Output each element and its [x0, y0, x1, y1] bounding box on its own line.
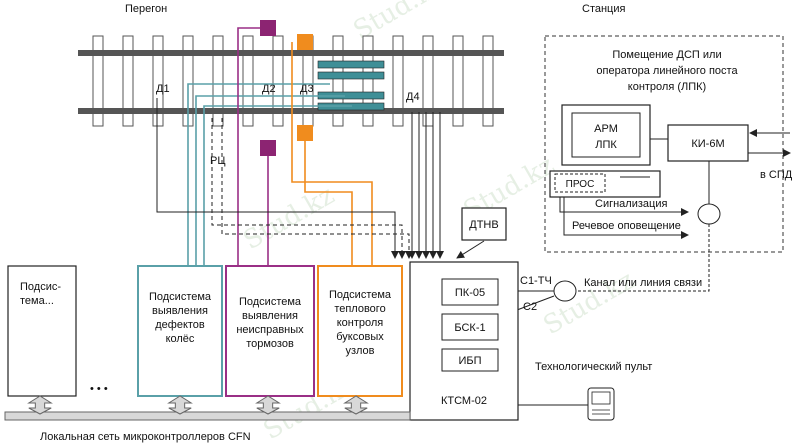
bsk1-label: БСК-1 [454, 322, 485, 334]
stantsiya-label: Станция [582, 3, 625, 15]
bottom-rail [78, 108, 504, 114]
tech-pult-label: Технологический пульт [535, 361, 652, 373]
subsystem-labels: Подсис-тема... Подсистема выявления дефекто… [20, 281, 392, 357]
sub-wheels-line: выявления [152, 305, 208, 317]
sleeper [482, 35, 494, 127]
comm-channel [516, 224, 710, 311]
pk05-label: ПК-05 [455, 287, 485, 299]
room-internal-wires [559, 129, 791, 239]
pros-label: ПРОС [566, 179, 595, 190]
lan-link-arrow [343, 395, 369, 415]
pros-block [554, 173, 606, 193]
sleeper [212, 35, 224, 127]
field-modem [553, 280, 577, 302]
sensor-beam-1 [317, 60, 385, 69]
sub-axle-line: узлов [346, 345, 375, 357]
c1tch-label: С1-ТЧ [520, 275, 552, 287]
detector-d2: Д2 [262, 83, 276, 95]
sub-wheels-line: колёс [166, 333, 195, 345]
bsk1-module [441, 313, 499, 341]
ibp-module [441, 348, 499, 372]
sub-brakes-line: тормозов [246, 338, 294, 350]
cfn-network-label: Локальная сеть микроконтроллеров CFN [40, 431, 251, 443]
wheel-subsystem-wires [187, 83, 352, 268]
brake-sensor-top [260, 20, 276, 36]
detector-signal-wires [156, 98, 485, 259]
ki6m-label: КИ-6М [691, 138, 724, 150]
sub-generic-line: тема... [20, 295, 54, 307]
axle-sensor-bottom [297, 125, 313, 141]
kanal-label: Канал или линия связи [584, 277, 702, 289]
sleeper [242, 35, 254, 127]
sleeper [272, 35, 284, 127]
arm-lpk-screen [571, 112, 641, 158]
lan-link-arrow [27, 395, 53, 415]
sleeper [422, 35, 434, 127]
sleeper [122, 35, 134, 127]
detector-d3: Д3 [300, 83, 314, 95]
sleeper [392, 35, 404, 127]
ibp-label: ИБП [458, 355, 481, 367]
sleeper [362, 35, 374, 127]
dtnv-label: ДТНВ [469, 219, 498, 231]
brake-sensor-bottom [260, 140, 276, 156]
axle-sensor-top [297, 34, 313, 50]
c2-label: С2 [523, 301, 537, 313]
lpk-label: ЛПК [595, 139, 617, 151]
sub-wheels-line: Подсистема [149, 291, 212, 303]
sub-generic-line: Подсис- [20, 281, 61, 293]
sub-axle-line: теплового [334, 303, 385, 315]
track-sleepers [92, 35, 494, 127]
more-subsystems-ellipsis: • • • [90, 383, 108, 395]
rechevoe-label: Речевое оповещение [572, 220, 681, 232]
sensor-beam-2 [317, 71, 385, 80]
sub-axle-line: Подсистема [329, 289, 392, 301]
sleeper [152, 35, 164, 127]
station-modem [697, 203, 721, 225]
subsystem-wheels-box [137, 265, 223, 397]
signalizatsiya-label: Сигнализация [595, 198, 667, 210]
sleeper [92, 35, 104, 127]
lan-link-arrow [255, 395, 281, 415]
sleeper [332, 35, 344, 127]
sub-brakes-line: выявления [242, 310, 298, 322]
top-rail [78, 50, 504, 56]
cfn-network-bar [4, 411, 411, 421]
room-title-line1: Помещение ДСП или [612, 49, 721, 61]
subsystem-generic-box [7, 265, 77, 397]
room-title-line2: оператора линейного поста [596, 65, 738, 77]
subsystem-brakes-box [225, 265, 315, 397]
control-room-boundary [544, 35, 784, 253]
lan-link-arrow [167, 395, 193, 415]
v-spd-label: в СПД [760, 169, 793, 181]
sub-axle-line: контроля [337, 317, 384, 329]
pk05-module [441, 278, 499, 306]
sub-axle-line: буксовых [336, 331, 384, 343]
network-connection-arrows [27, 395, 369, 415]
detector-d1: Д1 [156, 83, 170, 95]
sub-wheels-line: дефектов [155, 319, 205, 331]
tech-pult-icon [587, 387, 615, 421]
dtnv-block [461, 207, 507, 241]
sub-brakes-line: Подсистема [239, 296, 302, 308]
arm-label: АРМ [594, 123, 618, 135]
ktsm02-label: КТСМ-02 [441, 395, 487, 407]
peregon-label: Перегон [125, 3, 167, 15]
ki6m-block [667, 124, 749, 162]
sub-brakes-line: неисправных [236, 324, 304, 336]
detector-d4: Д4 [406, 91, 420, 103]
sleeper [452, 35, 464, 127]
subsystem-axle-box [317, 265, 403, 397]
room-title-line3: контроля (ЛПК) [628, 81, 706, 93]
